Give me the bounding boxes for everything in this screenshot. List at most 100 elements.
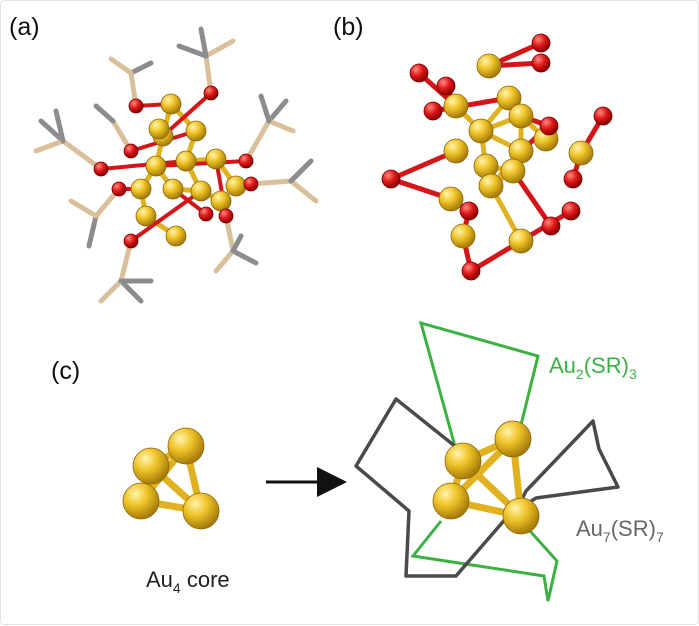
gold-atom (130, 178, 152, 200)
au-s-bond (154, 159, 248, 168)
panel-label-b: (b) (333, 13, 364, 41)
gold-atom (450, 223, 476, 249)
ligand-bond (198, 26, 209, 59)
au4-core (122, 427, 220, 530)
au2-sr3-label: Au2(SR)3 (549, 353, 637, 382)
gold-atom (185, 120, 207, 142)
ligand-bond (93, 103, 116, 124)
gold-atom (135, 205, 157, 227)
sulfur-atom (541, 216, 561, 236)
gold-atom (165, 225, 187, 247)
gold-atom (210, 190, 232, 212)
sulfur-atom (111, 181, 127, 197)
panel-label-c: (c) (51, 357, 80, 385)
ligand-bond (98, 278, 124, 304)
ligand-bond (60, 138, 104, 172)
ligand-bond (213, 248, 236, 274)
ligand-bond (288, 168, 304, 184)
gold-atom (508, 103, 534, 129)
gold-atom (468, 118, 494, 144)
sulfur-atom (531, 33, 551, 53)
cluster-with-ligands (33, 26, 319, 304)
core-gold-atom (132, 447, 170, 485)
ligand-bond (243, 118, 272, 164)
sulfur-atom (459, 201, 479, 221)
ligand-bond (203, 38, 236, 59)
sulfur-atom (238, 153, 254, 169)
core-gold-atom (432, 482, 470, 520)
au2-sr3-lower-staple (410, 519, 559, 602)
gold-atom (162, 178, 184, 200)
gold-atom (500, 158, 526, 184)
gold-atom (160, 93, 182, 115)
gold-atom (496, 85, 522, 111)
sulfur-atom (561, 201, 581, 221)
gold-atom (443, 93, 469, 119)
ligand-bond (33, 138, 66, 154)
sulfur-atom (123, 143, 139, 159)
sulfur-atom (436, 76, 456, 96)
au4-core-caption: Au4 core (146, 567, 230, 596)
au-s-bond (99, 159, 188, 171)
gold-atom (225, 175, 247, 197)
sulfur-atom (203, 85, 219, 101)
sulfur-atom (531, 53, 551, 73)
ligand-bond (258, 93, 272, 124)
ligand-bond (230, 233, 244, 254)
sulfur-atom (128, 98, 144, 114)
sulfur-atom (93, 161, 109, 177)
gold-atom (443, 138, 469, 164)
sulfur-atom (461, 261, 481, 281)
gold-atom (508, 228, 534, 254)
panel-label-a: (a) (9, 13, 40, 41)
ligand-bond (128, 60, 154, 76)
sulfur-atom (409, 63, 429, 83)
gold-atom (438, 186, 464, 212)
ligand-bond (266, 98, 289, 124)
ligand-bond (176, 43, 209, 59)
sulfur-atom (218, 208, 234, 224)
ligand-bond (288, 178, 319, 204)
ligand-bond (53, 108, 66, 144)
core-atoms-right (432, 420, 540, 535)
framework-atoms (381, 33, 613, 281)
gold-atom (476, 53, 502, 79)
ligand-bond (68, 198, 99, 219)
gold-atom (190, 180, 212, 202)
sulfur-atom (423, 101, 443, 121)
gold-atom (145, 155, 167, 177)
ligand-bond (118, 278, 144, 304)
ligand-bond (38, 118, 66, 144)
sulfur-atom (539, 116, 559, 136)
sulfur-atom (198, 206, 214, 222)
gold-atom (568, 140, 594, 166)
ligand-bond (108, 56, 134, 76)
sulfur-atom (563, 169, 583, 189)
cluster-atoms-a (93, 85, 259, 249)
core-gold-atom (494, 420, 532, 458)
gold-atom (175, 150, 197, 172)
core-gold-atom (444, 442, 482, 480)
core-with-staples (354, 320, 620, 602)
sulfur-atom (123, 233, 139, 249)
core-gold-atom (182, 492, 220, 530)
ligand-bond (230, 248, 259, 266)
au-s-bond (129, 189, 203, 243)
core-gold-atom (502, 497, 540, 535)
sulfur-atom (593, 106, 613, 126)
ligand-bond (266, 118, 296, 134)
au4-core-atoms (122, 427, 220, 530)
sulfur-atom (243, 176, 259, 192)
au7-sr7-label: Au7(SR)7 (576, 516, 664, 545)
core-gold-atom (167, 427, 205, 465)
ligand-bond (86, 213, 99, 249)
gold-atom (478, 173, 504, 199)
core-gold-atom (122, 482, 160, 520)
au-s-bond (161, 91, 213, 138)
gold-atom (205, 148, 227, 170)
au-s-framework (381, 33, 613, 281)
au2-sr3-upper-staple (418, 320, 540, 462)
gold-atom (148, 118, 170, 140)
